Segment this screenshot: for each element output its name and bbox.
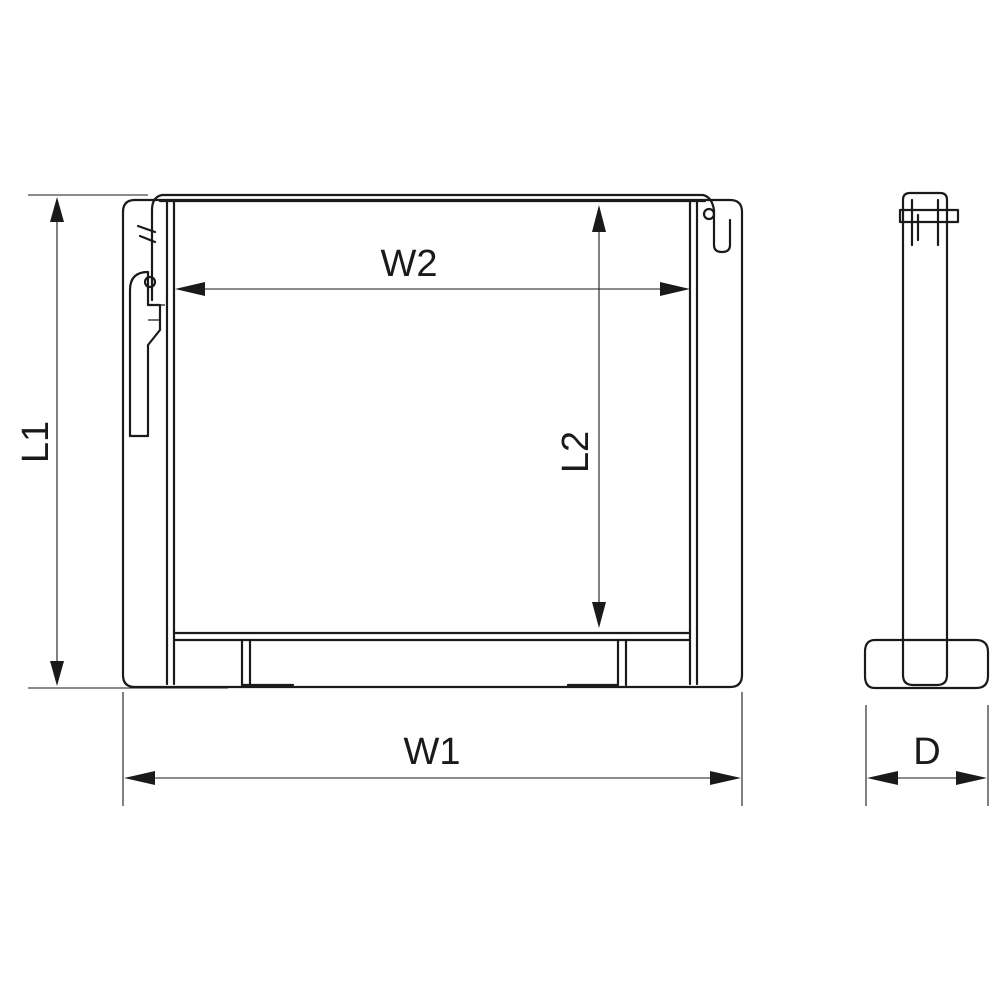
side-view — [863, 191, 990, 690]
right-hinge — [701, 193, 732, 254]
dimension-w2: W2 — [175, 243, 690, 296]
side-clip — [898, 198, 960, 247]
label-w1: W1 — [404, 731, 461, 773]
outer-frame — [121, 198, 744, 689]
side-body — [901, 191, 949, 687]
latch-detail — [148, 304, 165, 321]
side-base — [863, 638, 990, 690]
label-d: D — [913, 731, 940, 773]
label-w2: W2 — [381, 243, 438, 285]
dimension-l2: L2 — [555, 205, 606, 628]
latch-plate — [128, 270, 162, 438]
latch-wire — [136, 193, 164, 302]
front-view — [121, 193, 744, 689]
left-post — [165, 200, 176, 686]
dimension-w1: W1 — [122, 692, 743, 806]
left-foot — [240, 638, 295, 687]
right-foot — [566, 638, 628, 687]
top-bar — [158, 193, 707, 203]
hinge-pin — [702, 207, 716, 221]
right-post — [688, 200, 699, 686]
label-l1: L1 — [15, 421, 57, 463]
dimension-d: D — [865, 705, 989, 806]
dimension-l1: L1 — [15, 194, 228, 689]
bottom-rail — [172, 631, 692, 642]
label-l2: L2 — [555, 431, 597, 473]
latch-pin — [143, 275, 157, 289]
